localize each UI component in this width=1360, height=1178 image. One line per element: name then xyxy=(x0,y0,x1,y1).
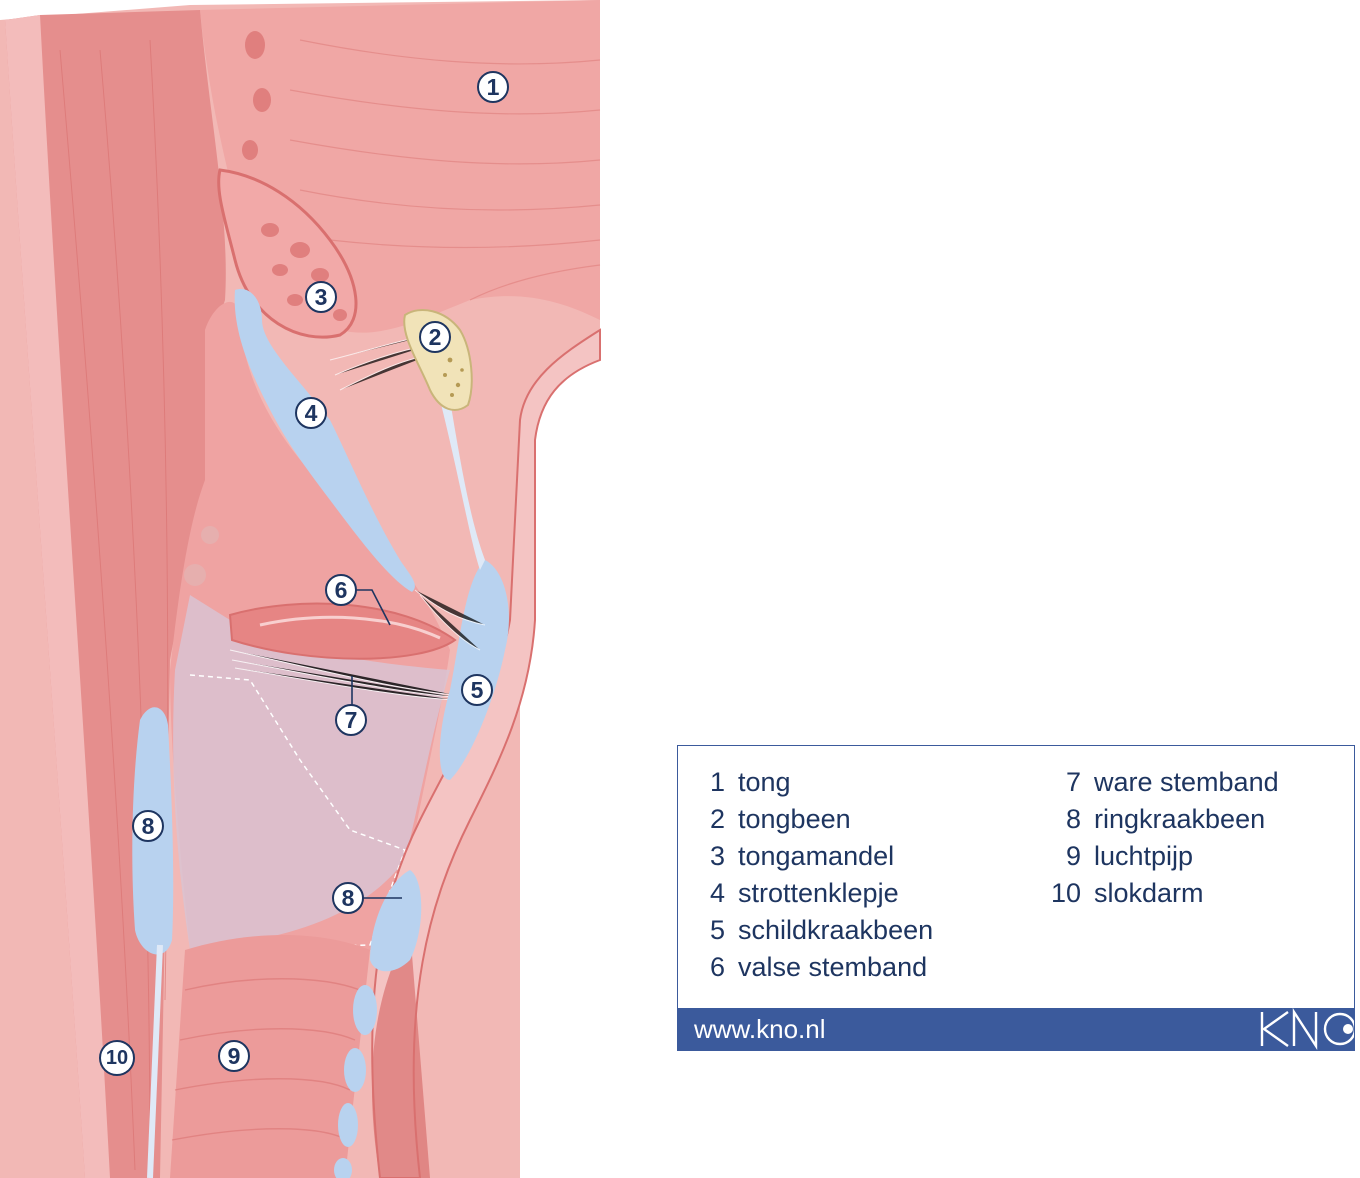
legend-item: 5 schildkraakbeen xyxy=(678,912,933,949)
legend-label: tongamandel xyxy=(738,841,895,871)
legend-number: 6 xyxy=(709,952,725,982)
svg-text:8: 8 xyxy=(142,813,155,839)
legend-label: schildkraakbeen xyxy=(738,915,934,945)
logo-text: KNO xyxy=(678,1008,679,1009)
tracheal-rings xyxy=(334,985,377,1178)
legend-item: 4 strottenklepje xyxy=(678,875,933,912)
oesophagus-wall xyxy=(5,15,110,1178)
true-vocal-fold xyxy=(229,649,456,701)
legend-number: 3 xyxy=(709,841,725,871)
marker-6: 6 xyxy=(325,574,357,606)
marker-8-back: 8 xyxy=(132,810,164,842)
legend-footer: www.kno.nl KNO xyxy=(678,1008,1354,1050)
legend-item: 9 luchtpijp xyxy=(1034,838,1279,875)
epiglottis xyxy=(234,289,415,592)
legend-item: 1 tong xyxy=(678,764,933,801)
legend-number: 2 xyxy=(709,804,725,834)
false-vocal-fold xyxy=(228,602,457,660)
marker-1: 1 xyxy=(477,71,509,103)
cricoid-cartilage-front xyxy=(370,870,422,972)
svg-text:10: 10 xyxy=(106,1047,128,1069)
marker-10: 10 xyxy=(99,1040,135,1076)
thyroid-cartilage xyxy=(439,560,509,780)
larynx-illustration: 1 2 3 4 5 6 7 8 8 9 10 xyxy=(0,0,601,1178)
svg-text:1: 1 xyxy=(487,74,500,100)
legend-label: strottenklepje xyxy=(738,878,899,908)
legend-number: 7 xyxy=(1065,767,1081,797)
legend-label: ringkraakbeen xyxy=(1094,804,1266,834)
svg-text:5: 5 xyxy=(471,677,484,703)
marker-9: 9 xyxy=(218,1040,250,1072)
svg-text:8: 8 xyxy=(342,885,355,911)
svg-text:7: 7 xyxy=(345,707,358,733)
legend-label: tongbeen xyxy=(738,804,851,834)
trachea xyxy=(170,935,370,1178)
marker-3: 3 xyxy=(305,281,337,313)
legend-label: tong xyxy=(738,767,791,797)
marker-8-front: 8 xyxy=(332,882,364,914)
svg-text:9: 9 xyxy=(228,1043,241,1069)
kno-logo-icon xyxy=(1260,1008,1354,1050)
legend-item: 10 slokdarm xyxy=(1034,875,1279,912)
marker-2: 2 xyxy=(419,321,451,353)
legend-number: 1 xyxy=(709,767,725,797)
legend-column-left: 1 tong 2 tongbeen 3 tongamandel 4 strottenkl… xyxy=(678,764,933,986)
legend-number: 4 xyxy=(709,878,725,908)
tonsil-spots xyxy=(242,31,347,321)
marker-4: 4 xyxy=(295,397,327,429)
svg-text:6: 6 xyxy=(335,577,348,603)
legend-label: luchtpijp xyxy=(1094,841,1194,871)
legend-box: 1 tong 2 tongbeen 3 tongamandel 4 strottenkl… xyxy=(677,745,1355,1051)
legend-number: 8 xyxy=(1065,804,1081,834)
anterior-cartilage-strip xyxy=(440,400,485,570)
svg-text:3: 3 xyxy=(315,284,328,310)
oesophagus xyxy=(5,10,226,1178)
legend-item: 2 tongbeen xyxy=(678,801,933,838)
marker-5: 5 xyxy=(461,674,493,706)
legend-label: ware stemband xyxy=(1094,767,1279,797)
legend-item: 8 ringkraakbeen xyxy=(1034,801,1279,838)
legend-number: 5 xyxy=(709,915,725,945)
legend-label: slokdarm xyxy=(1094,878,1204,908)
website-link[interactable]: www.kno.nl xyxy=(694,1014,826,1044)
legend-number: 10 xyxy=(1050,878,1081,908)
legend-column-right: 7 ware stemband 8 ringkraakbeen 9 luchtpijp… xyxy=(1034,764,1279,912)
svg-text:4: 4 xyxy=(305,400,318,426)
legend-label: valse stemband xyxy=(738,952,928,982)
airway-outline xyxy=(189,674,406,951)
anterior-neck-tissue xyxy=(371,328,601,1178)
legend-item: 6 valse stemband xyxy=(678,949,933,986)
legend-item: 3 tongamandel xyxy=(678,838,933,875)
tongue-fibers xyxy=(289,39,601,301)
svg-text:2: 2 xyxy=(429,324,442,350)
marker-7: 7 xyxy=(335,704,367,736)
legend-item: 7 ware stemband xyxy=(1034,764,1279,801)
leader-line-6 xyxy=(356,589,391,626)
legend-number: 9 xyxy=(1065,841,1081,871)
